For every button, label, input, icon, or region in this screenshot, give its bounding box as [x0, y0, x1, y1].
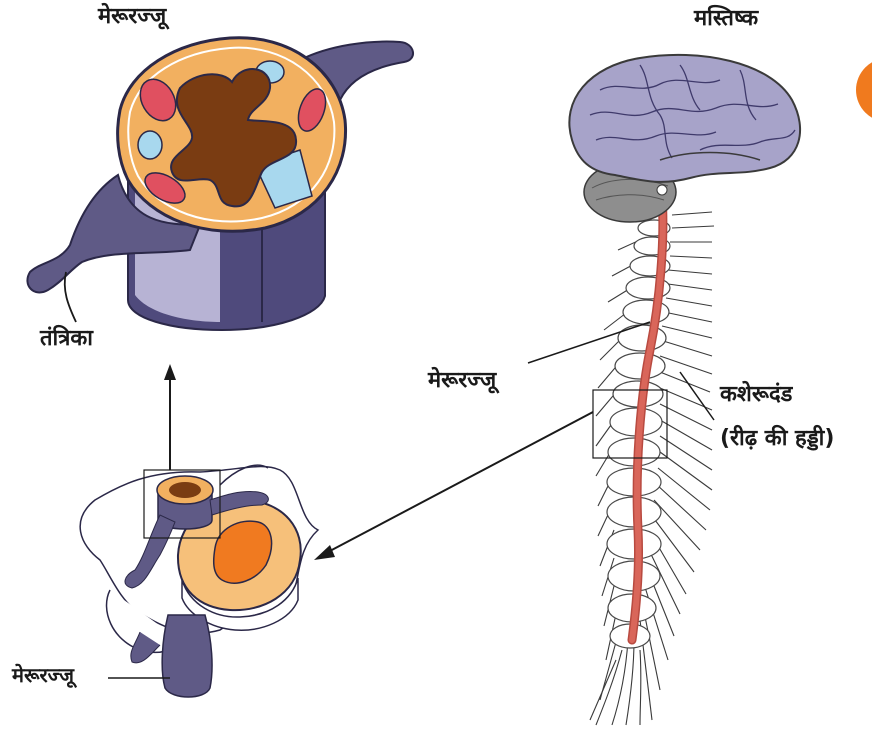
label-nerve: तंत्रिका [40, 328, 93, 350]
label-brain: मस्तिष्क [694, 8, 758, 30]
label-spinal-cord-middle: मेरूरज्जू [428, 370, 496, 392]
label-spinal-cord-bottom: मेरूरज्जू [12, 665, 74, 685]
label-spinal-cord-top: मेरूरज्जू [98, 6, 166, 28]
label-vertebral-column: कशेरूदंड [720, 384, 792, 406]
lower-cord [162, 615, 212, 697]
accent-circle [856, 58, 872, 122]
brainstem-point [657, 185, 667, 195]
nerve-pointer [65, 272, 76, 322]
vertebra-illustration [80, 465, 318, 697]
zoom-arrow-up [164, 364, 176, 470]
horn-blue-left [138, 131, 162, 159]
vertebra-pointer [680, 372, 714, 420]
zoom-arrow-diagonal [314, 412, 593, 560]
label-backbone: (रीढ़ की हड्डी) [720, 428, 834, 450]
spinal-cord-cross-section [27, 38, 413, 330]
small-cord-grey [169, 482, 201, 498]
